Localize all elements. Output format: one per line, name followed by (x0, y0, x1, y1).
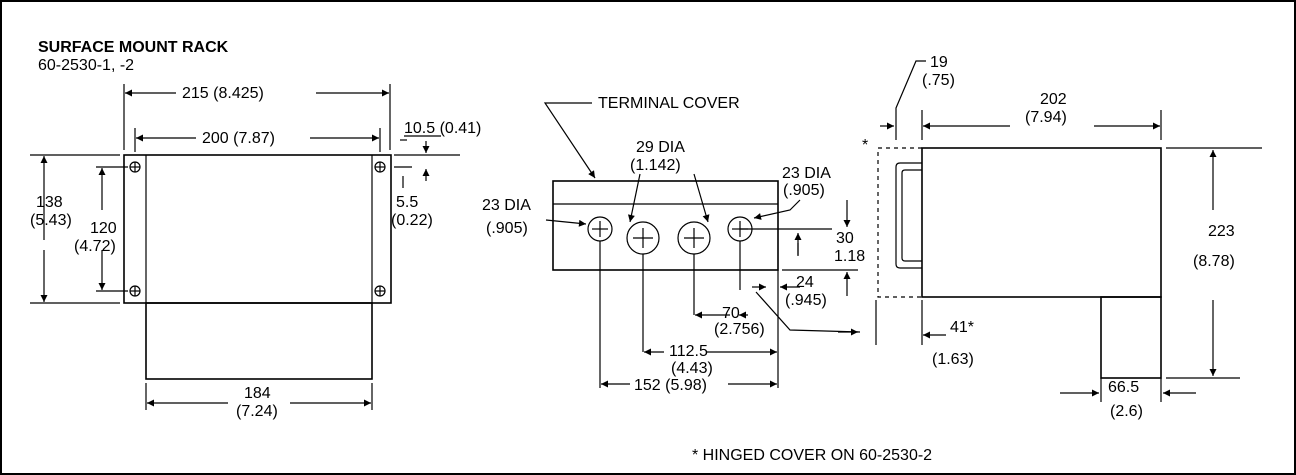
side-tail-outline (1100, 296, 1162, 379)
hole-small-right-in: (.905) (783, 182, 825, 199)
side-view: * 19 (.75) 202 (7.94) 223 (8.78) 41* (1.… (862, 54, 1262, 420)
dim-height-in: (8.78) (1193, 253, 1235, 270)
front-view: 215 (8.425) 200 (7.87) 10.5 (0.41) 5.5 (… (30, 84, 481, 420)
dim-tail-mm: 66.5 (1108, 379, 1139, 396)
dim-edge-mm: 24 (796, 274, 814, 291)
drawing-title: SURFACE MOUNT RACK (38, 39, 229, 56)
knockout-hole-icon (587, 216, 613, 242)
dim-height-mm: 223 (1208, 223, 1235, 240)
side-body-outline (921, 147, 1162, 298)
mounting-hole-icon (374, 161, 386, 173)
rack-outline (123, 154, 392, 304)
dim-hole-height-in: 1.18 (834, 248, 865, 265)
dim-depth-in: (7.94) (1025, 109, 1067, 126)
dim-side-offset-in: (0.22) (391, 212, 433, 229)
dim-span-152: 152 (5.98) (634, 377, 707, 394)
mounting-hole-icon (374, 285, 386, 297)
rack-lower-section (145, 302, 373, 380)
dim-top-offset: 10.5 (0.41) (404, 120, 481, 137)
hole-large-dia-in: (1.142) (630, 157, 681, 174)
dim-tail-in: (2.6) (1110, 403, 1143, 420)
hole-small-left-in: (.905) (486, 220, 528, 237)
hinged-star-mark: * (862, 137, 868, 154)
dim-span-70-mm: 70 (722, 305, 740, 322)
terminal-box-outline (552, 180, 779, 271)
dim-cover-in: (.75) (922, 72, 955, 89)
hole-small-left-dia: 23 DIA (482, 197, 531, 214)
knockout-hole-icon (677, 221, 711, 255)
terminal-cover-label: TERMINAL COVER (598, 95, 740, 112)
mounting-hole-icon (129, 161, 141, 173)
dim-hinge-in: (1.63) (932, 351, 974, 368)
dim-side-offset-mm: 5.5 (396, 194, 418, 211)
dim-edge-in: (.945) (785, 292, 827, 309)
dim-bottom-width-mm: 184 (244, 385, 271, 402)
hole-small-right-dia: 23 DIA (782, 165, 831, 182)
bottom-view: TERMINAL COVER 29 DIA (1.142) 23 DIA (.9… (482, 95, 865, 394)
dim-cover-mm: 19 (930, 54, 948, 71)
dim-hole-spacing: 200 (7.87) (202, 130, 275, 147)
dim-hole-height-in: (4.72) (74, 238, 116, 255)
dim-hinge-mm: 41* (950, 319, 974, 336)
dim-overall-height-in: (5.43) (30, 212, 72, 229)
mounting-hole-icon (129, 285, 141, 297)
dim-bottom-width-in: (7.24) (236, 403, 278, 420)
knockout-hole-icon (626, 221, 660, 255)
footnote: * HINGED COVER ON 60-2530-2 (692, 447, 932, 464)
hinged-cover (895, 162, 922, 269)
dim-overall-width: 215 (8.425) (182, 85, 264, 102)
model-number: 60-2530-1, -2 (38, 57, 134, 74)
dim-hole-height-mm: 30 (836, 230, 854, 247)
dim-span-70-in: (2.756) (714, 321, 765, 338)
hole-large-dia: 29 DIA (636, 139, 685, 156)
dim-depth-mm: 202 (1040, 91, 1067, 108)
dim-overall-height-mm: 138 (36, 194, 63, 211)
dim-span-112-mm: 112.5 (669, 343, 708, 360)
dim-hole-height-mm: 120 (90, 220, 117, 237)
dim-span-112-in: (4.43) (671, 360, 713, 377)
